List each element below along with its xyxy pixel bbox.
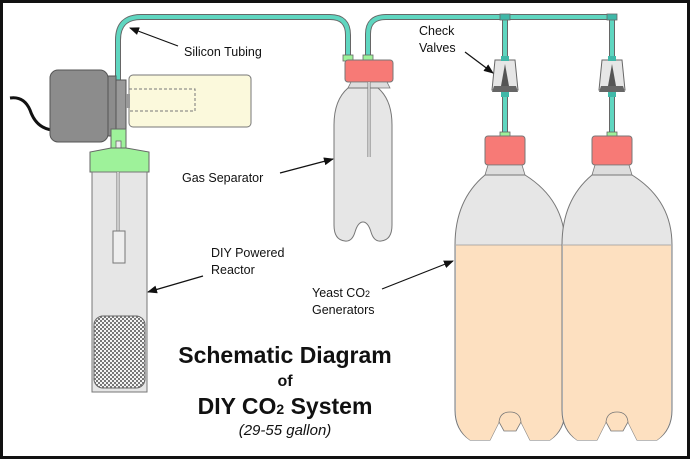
title-line1: Schematic Diagram [178,342,391,368]
reactor-media [93,315,146,389]
pump-housing [126,74,252,128]
yeast-bottle [561,131,673,441]
title-line2: of [277,373,293,390]
label-reactor-line1: DIY Powered [211,246,284,260]
label-gas-separator: Gas Separator [182,171,263,185]
title-line4: (29-55 gallon) [239,422,332,439]
arrow-gas-separator [279,157,334,174]
arrow-yeast [381,260,454,290]
check-valve [491,56,519,97]
label-check-valves-line1: Check [419,24,455,38]
title-line3: DIY CO2 System [198,393,373,419]
label-silicon-tubing: Silicon Tubing [184,45,262,59]
label-yeast-prefix: Yeast CO [312,286,365,300]
silicon-tubing [115,13,618,142]
label-yeast-sub: 2 [365,289,370,299]
label-check-valves-line2: Valves [419,41,456,55]
power-cord [9,96,53,132]
arrow-reactor [147,275,204,294]
title-line3-sub: 2 [276,401,284,417]
label-yeast-line2: Generators [312,303,375,317]
title-line3-prefix: DIY CO [198,393,277,419]
pump-motor [49,69,127,143]
label-reactor-line2: Reactor [211,263,255,277]
gas-separator-bottle [333,54,394,242]
yeast-bottle [454,131,566,441]
label-yeast-line1: Yeast CO2 [312,286,370,300]
reactor-tube [89,128,150,393]
title-line3-suffix: System [284,393,372,419]
arrow-check-valves [464,51,494,74]
co2-schematic: Silicon Tubing Check Valves Gas Separato… [9,13,673,441]
arrow-silicon-tubing [129,27,179,47]
check-valve [598,56,626,97]
